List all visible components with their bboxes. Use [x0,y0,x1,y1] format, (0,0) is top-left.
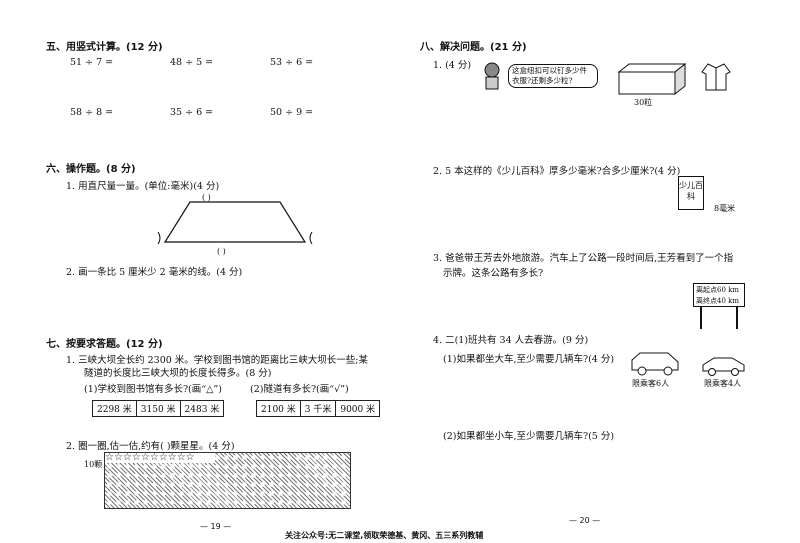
top-length-blank: ( ) [202,193,211,202]
problem-3-line1: 3. 爸爸带王芳去外地旅游。汽车上了公路一段时间后,王芳看到了一个指 [433,253,734,264]
option-cell[interactable]: 3150 米 [135,400,181,417]
small-car-capacity: 限乘客4人 [704,379,742,388]
draw-line-question: 2. 画一条比 5 厘米少 2 毫米的线。(4 分) [66,267,243,278]
problem-3-line2: 示牌。这条公路有多长? [443,268,544,279]
ten-stars-row: ☆☆☆☆☆☆☆☆☆☆ [105,453,215,463]
dam-question-line2: 隧道的长度比三峡大坝的长度长得多。(8 分) [84,368,272,379]
book-thickness-label: 8毫米 [714,204,736,213]
sign-post-left [700,307,702,329]
dam-sub1: (1)学校到图书馆有多长?(画“△”) [84,384,222,395]
sign-start-distance: 离起点60 km [696,286,740,294]
section-7-title: 七、按要求答题。(12 分) [46,339,163,350]
page-number-left: — 19 — [200,522,232,531]
large-car-capacity: 限乘客6人 [632,379,670,388]
calc-q1: 51 ÷ 7 = [70,57,114,68]
calc-q2: 48 ÷ 5 = [170,57,214,68]
calc-q6: 50 ÷ 9 = [270,107,314,118]
calc-q4: 58 ÷ 8 = [70,107,114,118]
dam-question-line1: 1. 三峡大坝全长约 2300 米。学校到图书馆的距离比三峡大坝长一些;某 [66,355,369,366]
road-sign: 离起点60 km 离终点40 km [693,283,745,307]
section-5-title: 五、用竖式计算。(12 分) [46,42,163,53]
problem-4-sub2: (2)如果都坐小车,至少需要几辆车?(5 分) [443,431,615,442]
footer-note: 关注公众号:无二课堂,领取荣德基、黄冈、五三系列教辅 [285,531,484,540]
sign-end-distance: 离终点40 km [696,297,740,305]
option-cell[interactable]: 2100 米 [256,400,301,417]
option-cell[interactable]: 9000 米 [335,400,381,417]
encyclopedia-book: 少儿百科 [678,176,704,210]
large-car-icon [631,352,679,376]
problem-2-text: 2. 5 本这样的《少儿百科》厚多少毫米?合多少厘米?(4 分) [433,166,681,177]
option-cell[interactable]: 3 千米 [299,400,337,417]
section-6-title: 六、操作题。(8 分) [46,164,136,175]
ten-stars-label: 10颗 [84,460,103,469]
small-car-icon [702,357,745,376]
trapezoid-figure [157,201,313,245]
page-number-right: — 20 — [569,516,601,525]
options-table-1: 2298 米 3150 米 2483 米 [92,400,225,417]
option-cell[interactable]: 2298 米 [92,400,137,417]
speech-bubble: 这盒纽扣可以钉多少件衣服?还剩多少粒? [508,64,598,88]
button-count-label: 30粒 [634,98,653,107]
stars-area: ☆☆☆☆☆☆☆☆☆☆ [104,452,351,509]
jacket-icon [701,63,731,91]
problem-4-text: 4. 二(1)班共有 34 人去春游。(9 分) [433,335,589,346]
measure-question: 1. 用直尺量一量。(单位:毫米)(4 分) [66,181,220,192]
section-8-title: 八、解决问题。(21 分) [420,42,527,53]
calc-q5: 35 ÷ 6 = [170,107,214,118]
stars-question: 2. 圈一圈,估一估,约有( )颗星星。(4 分) [66,441,235,452]
problem-1-label: 1. (4 分) [433,60,472,71]
options-table-2: 2100 米 3 千米 9000 米 [256,400,381,417]
child-thinking-icon [484,62,500,90]
problem-4-sub1: (1)如果都坐大车,至少需要几辆车?(4 分) [443,354,615,365]
sign-post-right [736,307,738,329]
option-cell[interactable]: 2483 米 [179,400,225,417]
button-box-icon [617,62,687,96]
dam-sub2: (2)隧道有多长?(画“√”) [250,384,349,395]
bottom-length-blank: ( ) [217,247,226,256]
calc-q3: 53 ÷ 6 = [270,57,314,68]
